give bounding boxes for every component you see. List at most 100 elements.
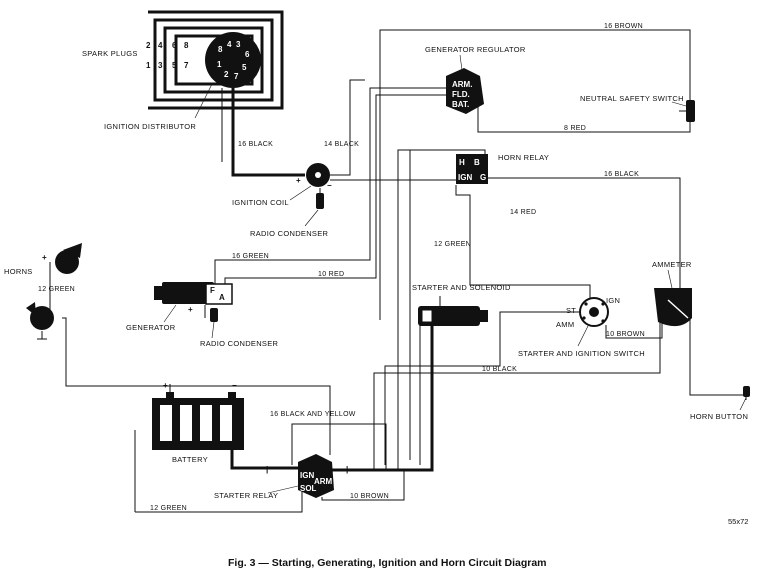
label-wire-16-black-yellow: 16 BLACK AND YELLOW [270, 411, 356, 418]
generator-a: A [219, 293, 225, 302]
horn-relay-ign: IGN [458, 173, 472, 182]
wire-dist-to-coil [231, 88, 305, 177]
dist-cap-3: 3 [236, 40, 241, 49]
label-wire-12-green-horn: 12 GREEN [38, 286, 75, 293]
reg-arm-terminal: ARM. [452, 80, 472, 89]
label-horns: HORNS [4, 267, 33, 276]
generator-regulator: ARM. FLD. BAT. GENERATOR REGULATOR [425, 45, 526, 114]
dist-cap-8: 8 [218, 45, 223, 54]
wire-16-black-right [488, 177, 681, 290]
label-wire-16-brown: 16 BROWN [604, 23, 643, 30]
label-battery: BATTERY [172, 455, 208, 464]
neutral-safety-switch: NEUTRAL SAFETY SWITCH [580, 94, 695, 122]
wire-14-red [455, 185, 591, 300]
plug-8: 8 [184, 41, 189, 50]
plug-5: 5 [172, 61, 177, 70]
label-ignition-coil: IGNITION COIL [232, 198, 289, 207]
wire-ammeter-horn-button [689, 318, 747, 400]
radio-condenser-generator: RADIO CONDENSER [200, 308, 279, 348]
label-wire-10-red: 10 RED [318, 271, 344, 278]
label-ammeter: AMMETER [652, 260, 692, 269]
dist-cap-5: 5 [242, 63, 247, 72]
label-generator-regulator: GENERATOR REGULATOR [425, 45, 526, 54]
label-starter-relay: STARTER RELAY [214, 491, 278, 500]
horns: + HORNS [4, 243, 82, 340]
label-neutral-safety-switch: NEUTRAL SAFETY SWITCH [580, 94, 684, 103]
label-wire-16-green: 16 GREEN [232, 253, 269, 260]
label-spark-plugs: SPARK PLUGS [82, 49, 138, 58]
figure-code: 55x72 [728, 517, 748, 526]
wire-starter-cable [330, 325, 434, 472]
wire-horns-ground-route [62, 317, 331, 455]
horn-button: HORN BUTTON [690, 386, 750, 421]
figure-caption: Fig. 3 — Starting, Generating, Ignition … [228, 557, 547, 569]
starter-and-ignition-switch: ST IGN AMM STARTER AND IGNITION SWITCH [518, 296, 645, 358]
reg-bat-terminal: BAT. [452, 100, 469, 109]
dist-cap-6: 6 [245, 50, 250, 59]
switch-ign: IGN [606, 296, 620, 305]
label-radio-condenser-generator: RADIO CONDENSER [200, 339, 279, 348]
starter-and-solenoid: STARTER AND SOLENOID [412, 283, 511, 326]
label-radio-condenser-coil: RADIO CONDENSER [250, 229, 329, 238]
horn-plus: + [42, 253, 47, 262]
wire-reg-fld [224, 94, 450, 288]
wire-14-black [330, 79, 365, 176]
label-generator: GENERATOR [126, 323, 176, 332]
relay-ign: IGN [300, 471, 314, 480]
coil-minus: − [327, 181, 332, 190]
relay-bar-left: | [266, 465, 268, 474]
wire-16-black-yellow [291, 423, 387, 470]
ignition-coil: + − IGNITION COIL [232, 163, 332, 207]
label-horn-relay: HORN RELAY [498, 153, 549, 162]
label-wire-16-black-dist: 16 BLACK [238, 141, 273, 148]
label-wire-14-red: 14 RED [510, 209, 536, 216]
ammeter: AMMETER [652, 260, 692, 327]
wire-8-red [477, 102, 691, 133]
horn-relay-g: G [480, 173, 486, 182]
plug-2: 2 [146, 41, 151, 50]
generator-f: F [210, 286, 215, 295]
coil-plus: + [296, 176, 301, 185]
starter-relay: IGN ARM SOL | | STARTER RELAY [214, 454, 348, 500]
battery-plus: + [163, 381, 168, 390]
plug-4: 4 [158, 41, 163, 50]
plug-1: 1 [146, 61, 151, 70]
label-wire-10-brown-switch: 10 BROWN [606, 331, 645, 338]
generator-minus: + [188, 305, 193, 314]
label-ignition-distributor: IGNITION DISTRIBUTOR [104, 122, 196, 131]
label-wire-10-brown-relay: 10 BROWN [350, 493, 389, 500]
label-wire-8-red: 8 RED [564, 125, 586, 132]
dist-cap-1: 1 [217, 60, 222, 69]
dist-cap-4: 4 [227, 40, 232, 49]
switch-amm: AMM [556, 320, 574, 329]
label-horn-button: HORN BUTTON [690, 412, 748, 421]
generator: F A + GENERATOR [126, 282, 233, 332]
dist-cap-2: 2 [224, 70, 229, 79]
plug-6: 6 [172, 41, 177, 50]
battery: + − BATTERY [152, 381, 244, 464]
label-wire-14-black: 14 BLACK [324, 141, 359, 148]
label-wire-12-green-mid: 12 GREEN [434, 241, 471, 248]
spark-plugs: 2 4 6 8 1 3 5 7 SPARK PLUGS [82, 41, 189, 70]
radio-condenser-coil: RADIO CONDENSER [250, 188, 329, 238]
label-wire-10-black: 10 BLACK [482, 366, 517, 373]
plug-7: 7 [184, 61, 189, 70]
ignition-distributor: 8 4 3 6 5 7 2 1 IGNITION DISTRIBUTOR [104, 32, 261, 131]
wire-switch-st [384, 311, 584, 465]
wiring [49, 29, 747, 513]
reg-fld-terminal: FLD. [452, 90, 470, 99]
label-wire-16-black-right: 16 BLACK [604, 171, 639, 178]
label-starter-and-ignition-switch: STARTER AND IGNITION SWITCH [518, 349, 645, 358]
horn-relay: H B IGN G HORN RELAY [456, 153, 549, 184]
wire-labels: 16 BROWN 8 RED 16 BLACK 14 BLACK 16 BLAC… [38, 23, 645, 512]
relay-sol: SOL [300, 484, 317, 493]
wire-10-black [373, 300, 661, 470]
relay-bar-right: | [346, 465, 348, 474]
relay-arm: ARM [314, 477, 333, 486]
label-wire-12-green-bottom: 12 GREEN [150, 505, 187, 512]
dist-cap-7: 7 [234, 72, 239, 81]
horn-relay-b: B [474, 158, 480, 167]
wire-battery-cable [230, 445, 302, 470]
switch-st: ST [566, 306, 576, 315]
wire-10-brown-switch [605, 318, 663, 339]
